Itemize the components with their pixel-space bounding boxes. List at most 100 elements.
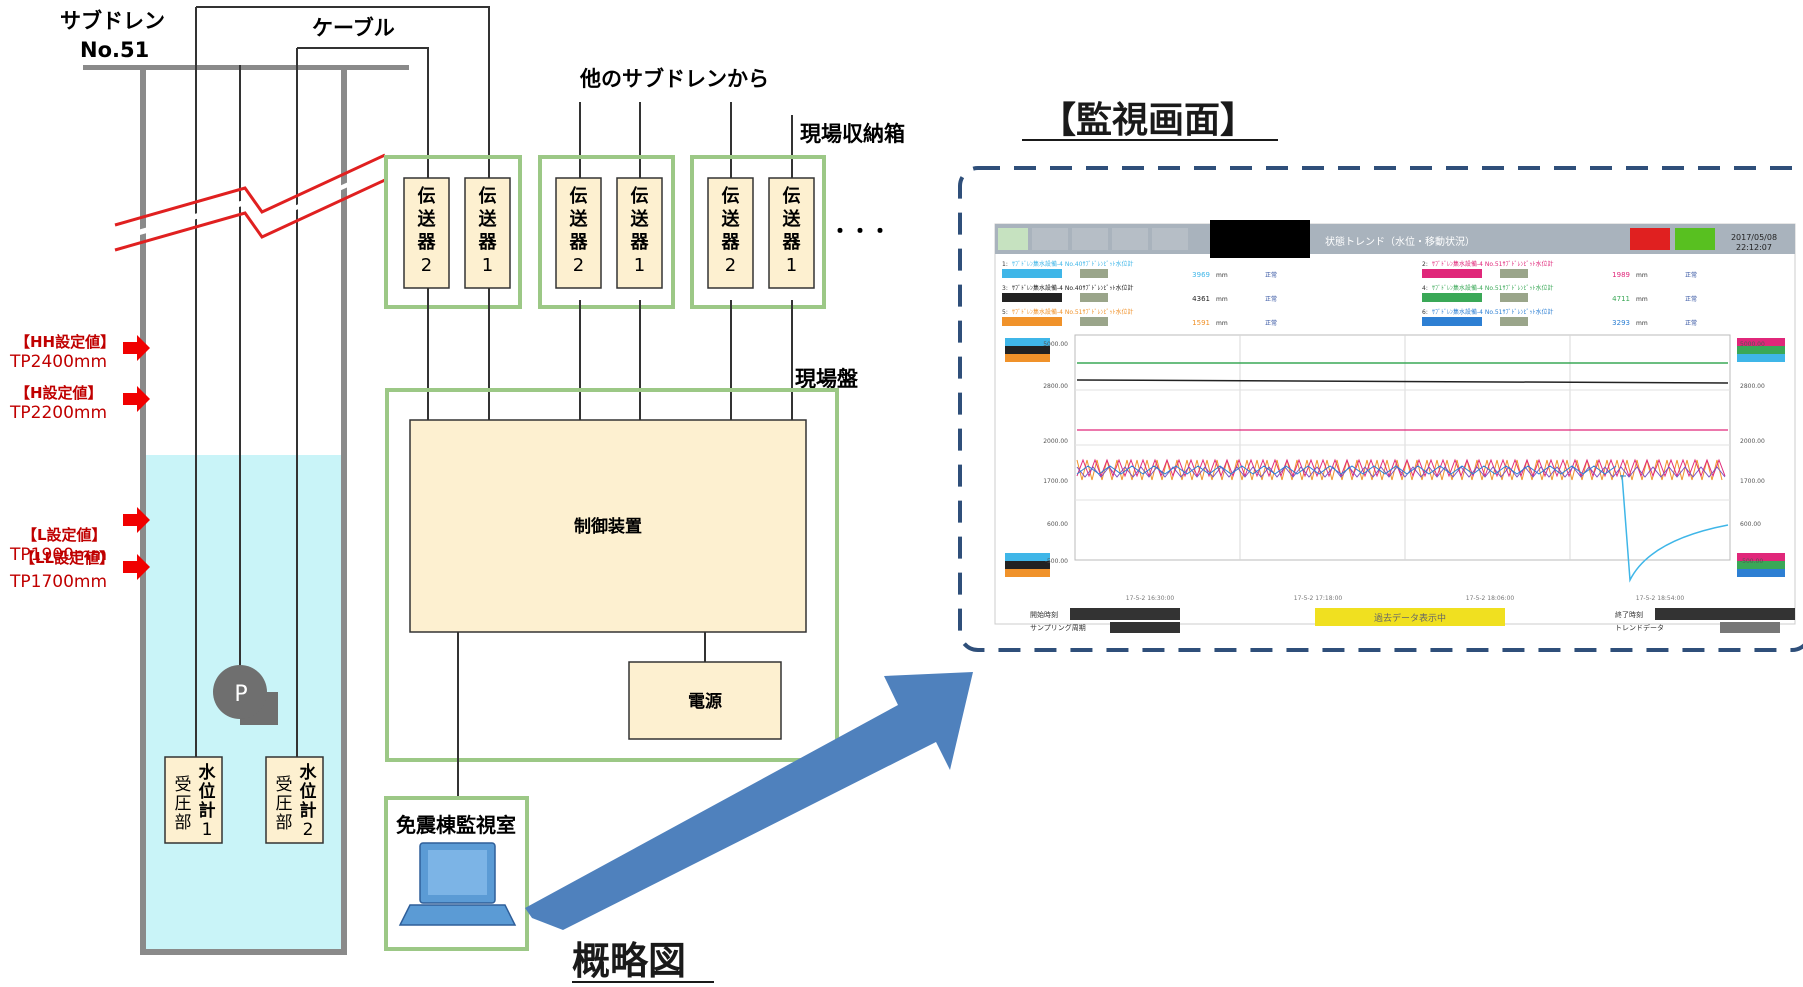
svg-text:【L設定値】: 【L設定値】	[22, 526, 107, 544]
svg-text:伝: 伝	[479, 185, 497, 207]
svg-text:トレンドデータ: トレンドデータ	[1615, 623, 1664, 632]
y-tick-left: 2000.00	[1043, 438, 1068, 445]
y-tick-left: -500.00	[1045, 558, 1068, 565]
monitoring-room	[384, 796, 529, 951]
svg-text:ｻﾌﾞﾄﾞﾚﾝ集水設備-4 No.51ｻﾌﾞﾄﾞﾚﾝﾋﾟｯﾄ: ｻﾌﾞﾄﾞﾚﾝ集水設備-4 No.51ｻﾌﾞﾄﾞﾚﾝﾋﾟｯﾄ水位計	[1432, 308, 1554, 316]
svg-text:位: 位	[199, 781, 216, 802]
ellipsis: ・・・	[830, 219, 890, 243]
other-drains-label: 他のサブドレンから	[579, 67, 769, 91]
svg-text:正常: 正常	[1265, 319, 1277, 327]
svg-text:TP2400mm: TP2400mm	[9, 352, 107, 372]
svg-text:伝: 伝	[631, 185, 649, 207]
svg-text:受: 受	[276, 775, 293, 795]
controller	[409, 419, 807, 633]
y-tick-right: 600.00	[1740, 521, 1761, 528]
svg-text:4361: 4361	[1192, 295, 1210, 303]
y-tick-right: 1700.00	[1740, 478, 1765, 485]
svg-text:終了時刻: 終了時刻	[1615, 610, 1643, 619]
trend-pink-osc	[1076, 458, 1726, 478]
svg-text:水: 水	[199, 762, 217, 783]
svg-text:計: 計	[199, 800, 216, 821]
svg-text:mm: mm	[1216, 272, 1228, 279]
svg-text:伝: 伝	[418, 185, 436, 207]
svg-text:部: 部	[276, 813, 293, 833]
svg-text:TP1700mm: TP1700mm	[9, 572, 107, 592]
svg-text:1: 1	[786, 255, 797, 276]
svg-text:部: 部	[175, 813, 192, 833]
room-label: 免震棟監視室	[396, 813, 516, 837]
series-row-6: 6: ｻﾌﾞﾄﾞﾚﾝ集水設備-4 No.51ｻﾌﾞﾄﾞﾚﾝﾋﾟｯﾄ水位計 3293 m…	[1422, 308, 1697, 327]
svg-text:mm: mm	[1636, 296, 1648, 303]
svg-text:正常: 正常	[1265, 295, 1277, 303]
laptop-icon	[398, 842, 517, 926]
screen-redacted	[1210, 220, 1310, 258]
well-top-bar	[83, 65, 409, 70]
svg-text:mm: mm	[1216, 296, 1228, 303]
svg-text:送: 送	[569, 208, 589, 230]
svg-text:圧: 圧	[276, 794, 293, 814]
panel-label: 現場盤	[795, 367, 859, 391]
storage-box-label: 現場収納箱	[800, 122, 905, 146]
well-right-wall	[341, 70, 347, 954]
pump: P	[213, 665, 278, 725]
svg-text:送: 送	[782, 208, 802, 230]
svg-text:正常: 正常	[1685, 271, 1697, 279]
svg-text:位: 位	[300, 781, 317, 802]
y-tick-right: 5000.00	[1740, 341, 1765, 348]
svg-text:mm: mm	[1636, 320, 1648, 327]
svg-text:正常: 正常	[1265, 271, 1277, 279]
svg-text:圧: 圧	[175, 794, 192, 814]
svg-text:器: 器	[478, 232, 498, 253]
trend-cyan	[1621, 474, 1729, 583]
setpoint-h-arrow	[123, 386, 150, 412]
svg-text:器: 器	[721, 232, 741, 253]
monitor-section: 【監視画面】 概略図 状態トレンド（水位・移動状況） 2017/05/08 22…	[572, 100, 1803, 983]
svg-text:ｻﾌﾞﾄﾞﾚﾝ集水設備-4 No.51ｻﾌﾞﾄﾞﾚﾝﾋﾟｯﾄ: ｻﾌﾞﾄﾞﾚﾝ集水設備-4 No.51ｻﾌﾞﾄﾞﾚﾝﾋﾟｯﾄ水位計	[1432, 284, 1554, 292]
setpoint-l: 【L設定値】 TP1900mm	[9, 507, 150, 565]
controller-label: 制御装置	[574, 516, 642, 537]
svg-text:ｻﾌﾞﾄﾞﾚﾝ集水設備-4 No.51ｻﾌﾞﾄﾞﾚﾝﾋﾟｯﾄ: ｻﾌﾞﾄﾞﾚﾝ集水設備-4 No.51ｻﾌﾞﾄﾞﾚﾝﾋﾟｯﾄ水位計	[1012, 308, 1134, 316]
svg-text:受: 受	[175, 775, 192, 795]
svg-text:水: 水	[300, 762, 318, 783]
svg-text:送: 送	[478, 208, 498, 230]
svg-text:1: 1	[482, 255, 493, 276]
x-tick: 17-5-2 18:06:00	[1466, 595, 1515, 602]
screen-date: 2017/05/08	[1731, 233, 1777, 242]
svg-text:2: 2	[303, 820, 314, 840]
svg-text:過去データ表示中: 過去データ表示中	[1374, 612, 1446, 624]
svg-text:開始時刻: 開始時刻	[1030, 610, 1058, 619]
cable-label: ケーブル	[312, 16, 395, 40]
svg-text:送: 送	[417, 208, 437, 230]
y-tick-right: 2000.00	[1740, 438, 1765, 445]
svg-text:6:: 6:	[1422, 309, 1428, 316]
storage-box-2	[538, 155, 675, 309]
svg-text:送: 送	[721, 208, 741, 230]
svg-text:TP2200mm: TP2200mm	[9, 403, 107, 423]
svg-text:送: 送	[630, 208, 650, 230]
plot-area	[1074, 334, 1731, 561]
big-arrow	[525, 672, 973, 930]
svg-text:5:: 5:	[1002, 309, 1008, 316]
svg-text:3293: 3293	[1612, 319, 1630, 327]
field: 他のサブドレンから 現場収納箱 現場盤 ・・・ 伝送器2伝送器1伝送器2伝送器1…	[384, 67, 905, 951]
svg-text:器: 器	[630, 232, 650, 253]
gauge-2: 水 位 計 2 受 圧 部	[265, 756, 324, 844]
storage-box-3	[690, 155, 826, 309]
well-left-wall	[140, 70, 146, 954]
svg-text:4:: 4:	[1422, 285, 1428, 292]
svg-text:器: 器	[782, 232, 802, 253]
x-tick: 17-5-2 18:54:00	[1636, 595, 1685, 602]
pump-label: P	[234, 682, 247, 707]
well-bottom	[140, 949, 347, 955]
break-mark	[114, 153, 386, 252]
setpoint-ll-arrow	[123, 554, 150, 580]
svg-text:【H設定値】: 【H設定値】	[15, 384, 103, 402]
svg-text:1:: 1:	[1002, 261, 1008, 268]
power-supply	[628, 661, 782, 740]
